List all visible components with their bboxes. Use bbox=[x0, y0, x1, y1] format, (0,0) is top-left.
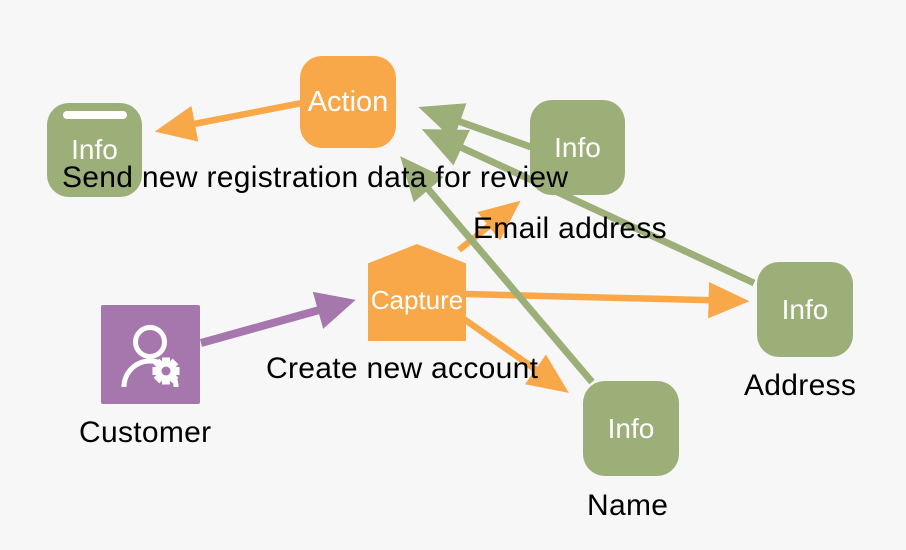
edge-capture-to-info-email[interactable] bbox=[456, 200, 521, 253]
node-name-address: Address bbox=[744, 369, 857, 402]
edge-customer-to-capture[interactable] bbox=[199, 291, 356, 347]
edge-action-to-info-review[interactable] bbox=[154, 99, 303, 142]
node-label: Info bbox=[554, 131, 601, 163]
node-customer[interactable] bbox=[101, 305, 200, 404]
node-name-customer: Customer bbox=[79, 416, 212, 449]
node-info-email[interactable]: Info bbox=[530, 100, 625, 195]
node-label: Info bbox=[71, 134, 118, 165]
node-label: Info bbox=[781, 293, 829, 325]
node-info-name[interactable]: Info bbox=[583, 381, 679, 476]
node-name-email-address: Email address bbox=[473, 212, 667, 245]
node-action[interactable]: Action bbox=[300, 56, 396, 148]
node-name-name: Name bbox=[587, 489, 669, 522]
node-info-review[interactable]: Info bbox=[47, 103, 142, 197]
node-info-address[interactable]: Info bbox=[757, 262, 853, 357]
node-label: Capture bbox=[370, 285, 464, 315]
edge-info-email-to-action[interactable] bbox=[418, 103, 533, 151]
info-topbar-icon bbox=[63, 111, 127, 119]
node-label: Action bbox=[307, 85, 389, 118]
edge-label-send-review: Send new registration data for review bbox=[62, 161, 569, 194]
node-label: Info bbox=[607, 412, 655, 444]
edge-info-name-to-action[interactable] bbox=[400, 156, 595, 385]
node-capture[interactable]: Capture bbox=[368, 244, 466, 341]
edge-capture-to-info-name[interactable] bbox=[459, 314, 569, 393]
edge-capture-to-info-address[interactable] bbox=[465, 281, 750, 319]
edge-label-create-account: Create new account bbox=[266, 352, 539, 385]
customer-person-gear-icon bbox=[121, 325, 180, 388]
edge-info-address-to-action[interactable] bbox=[421, 129, 756, 287]
